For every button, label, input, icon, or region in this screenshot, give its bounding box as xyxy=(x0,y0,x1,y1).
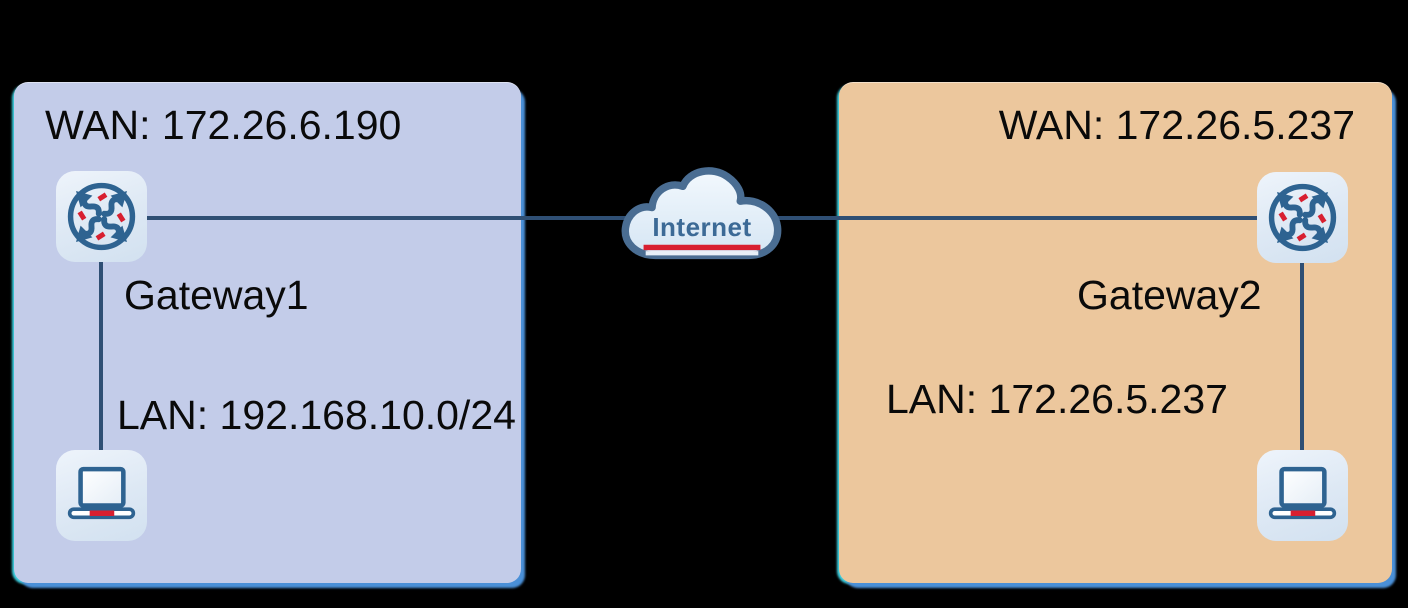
site2-laptop-icon xyxy=(1257,450,1348,541)
gateway1-router-icon xyxy=(56,171,147,262)
gateway2-label: Gateway2 xyxy=(1077,272,1262,318)
gateway2-router-icon xyxy=(1257,172,1348,263)
site2-lan-link-line xyxy=(1300,258,1304,454)
site1-wan-label: WAN: 172.26.6.190 xyxy=(45,102,402,148)
gateway1-label: Gateway1 xyxy=(124,272,309,318)
site2-lan-label: LAN: 172.26.5.237 xyxy=(886,376,1228,422)
internet-cloud-icon: Internet xyxy=(616,164,788,266)
site1-laptop-icon xyxy=(56,450,147,541)
site1-lan-link-line xyxy=(99,258,103,454)
internet-label: Internet xyxy=(652,212,752,242)
site1-lan-label: LAN: 192.168.10.0/24 xyxy=(117,392,516,438)
site2-wan-label: WAN: 172.26.5.237 xyxy=(998,102,1355,148)
